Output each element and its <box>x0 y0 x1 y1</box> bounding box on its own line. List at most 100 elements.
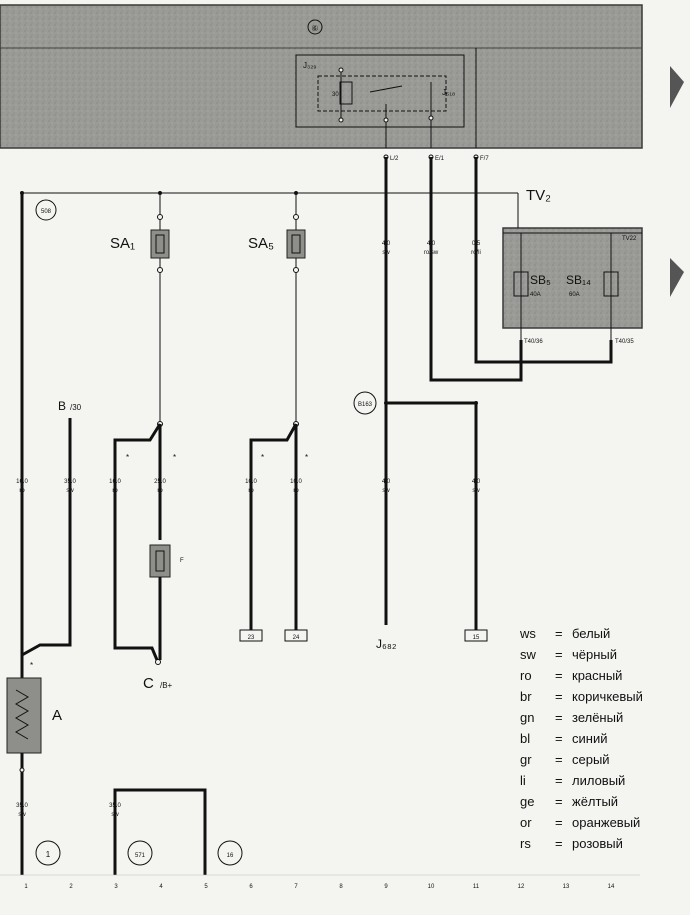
legend-eq: = <box>555 794 563 809</box>
relay-box <box>295 54 465 128</box>
wire-color: sw <box>382 250 390 256</box>
wire-size: 25.0 <box>154 479 166 485</box>
legend-name: оранжевый <box>572 815 640 830</box>
wire-size: 35.0 <box>109 803 121 809</box>
wire-bottom-loop <box>113 788 207 875</box>
star-marker: * <box>173 453 176 462</box>
connector-b-sub: /30 <box>70 403 82 412</box>
tv2-panel-body <box>502 227 643 329</box>
legend-code: li <box>520 773 526 788</box>
wire-size: 0.5 <box>472 241 481 247</box>
column-number: 8 <box>339 884 343 890</box>
tv2-top-label: TV22 <box>622 236 637 242</box>
legend-code: ws <box>519 626 536 641</box>
wire-size: 16.0 <box>109 479 121 485</box>
wire-col10 <box>429 157 523 382</box>
junction-b163-label: B163 <box>358 402 373 408</box>
junction-node <box>384 401 388 405</box>
column-number: 2 <box>69 884 73 890</box>
legend-code: br <box>520 689 532 704</box>
column-number: 3 <box>114 884 118 890</box>
legend-eq: = <box>555 752 563 767</box>
wire-color: sw <box>18 812 26 818</box>
legend-name: серый <box>572 752 610 767</box>
legend-eq: = <box>555 710 563 725</box>
battery-node <box>19 767 25 773</box>
node-508-label: 508 <box>41 209 52 215</box>
wire-col11-lower <box>386 401 478 630</box>
node-508-circle <box>35 199 57 221</box>
legend-eq: = <box>555 731 563 746</box>
column-numbers: 1 2 3 4 5 6 7 8 9 10 11 12 13 14 <box>24 884 615 890</box>
relay-j-label: J₃₂₉ <box>303 61 317 70</box>
wire-color: ro/li <box>471 250 481 256</box>
tv2-fuse-1-label: SB₅ <box>530 273 551 287</box>
wire-color: ro/sw <box>424 250 439 256</box>
battery-a-body <box>6 677 42 754</box>
legend-eq: = <box>555 689 563 704</box>
wire-size: 4.0 <box>382 479 391 485</box>
relay-node <box>383 117 389 123</box>
wire-col6 <box>249 423 298 630</box>
inline-fuse-label: F <box>180 558 184 564</box>
legend-name: красный <box>572 668 622 683</box>
legend-eq: = <box>555 773 563 788</box>
wire-size: 35.0 <box>64 479 76 485</box>
relay-coil-label: 30 <box>332 92 339 98</box>
sa5-node-bottom <box>293 267 299 273</box>
relay-node <box>338 67 344 73</box>
continue-arrow-top <box>670 66 684 108</box>
column-number: 6 <box>249 884 253 890</box>
color-legend: ws = белый sw = чёрный ro = красный br =… <box>519 626 643 851</box>
relay-node <box>338 117 344 123</box>
wire-labels: 16.0 ro 35.0 sw 16.0 ro 25.0 ro 10.0 ro … <box>16 241 481 818</box>
top-panel-badge-circle <box>307 19 323 35</box>
wire-color: ro <box>19 488 25 494</box>
column-number: 12 <box>518 884 525 890</box>
wire-color: ro <box>112 488 118 494</box>
wire-size: 16.0 <box>16 479 28 485</box>
fuse-sa1 <box>150 229 170 259</box>
legend-code: sw <box>520 647 537 662</box>
top-panel-badge: ⑥ <box>311 24 318 33</box>
wire-color: sw <box>472 488 480 494</box>
legend-name: лиловый <box>572 773 625 788</box>
legend-name: зелёный <box>572 710 623 725</box>
fuse-sa5-label: SA₅ <box>248 235 274 252</box>
tv2-title: TV₂ <box>526 187 551 204</box>
legend-name: синий <box>572 731 607 746</box>
ref-label: 16 <box>227 853 234 859</box>
inline-fuse-element <box>155 550 165 572</box>
relay-contact-symbol <box>369 85 403 93</box>
wire-col11-upper <box>474 157 613 364</box>
connector-c-node <box>155 659 161 665</box>
legend-name: розовый <box>572 836 623 851</box>
column-number: 14 <box>608 884 615 890</box>
wire-size: 4.0 <box>472 479 481 485</box>
connector-b-label: B <box>58 399 66 413</box>
inline-fuse <box>149 544 171 578</box>
column-number: 9 <box>384 884 388 890</box>
wire-col3-loop <box>113 423 162 661</box>
wire-size: 4.0 <box>382 241 391 247</box>
connector-c-sub: /B+ <box>160 681 173 690</box>
relay-node <box>428 115 434 121</box>
legend-code: ro <box>520 668 532 683</box>
fuse-sa5-element <box>291 234 301 254</box>
tv2-pin-2: T40/35 <box>615 339 634 345</box>
battery-a-label: A <box>52 707 62 724</box>
ref-label: 571 <box>135 853 146 859</box>
legend-eq: = <box>555 647 563 662</box>
battery-cell-symbol <box>15 689 29 740</box>
ref-label: 1 <box>46 850 51 859</box>
column-number: 10 <box>428 884 435 890</box>
legend-code: gn <box>520 710 534 725</box>
wire-color: ro <box>157 488 163 494</box>
pin-box <box>239 629 263 642</box>
legend-code: or <box>520 815 532 830</box>
ref-circle <box>35 840 61 866</box>
tv2-fuse-2-label: SB₁₄ <box>566 273 591 287</box>
fuse-sa5 <box>286 229 306 259</box>
tv2-fuse-2 <box>603 271 619 297</box>
